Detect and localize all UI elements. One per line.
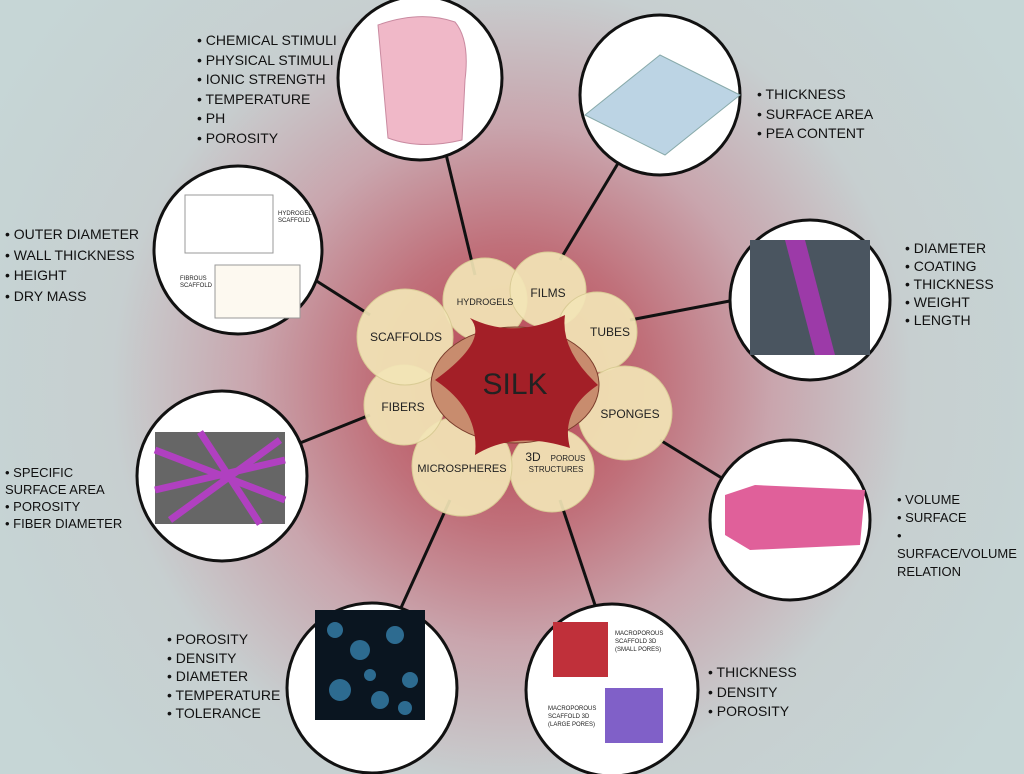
hydrogel-image	[377, 16, 467, 146]
list-item: OUTER DIAMETER	[5, 224, 139, 245]
petals	[356, 251, 673, 517]
hydrogel-scaffold-image	[184, 194, 274, 254]
list-item: SURFACE AREA	[757, 105, 873, 125]
macroporous-small-image	[553, 622, 608, 677]
center-label: SILK	[482, 368, 547, 401]
list-item: DRY MASS	[5, 286, 139, 307]
tube-stripe	[785, 240, 835, 355]
list-item: PHYSICAL STIMULI	[197, 51, 337, 71]
macroporous-large-image	[605, 688, 663, 743]
list-item: POROSITY	[708, 702, 797, 722]
macro-small-label: MACROPOROUS	[615, 631, 663, 637]
petal-structures: STRUCTURES	[529, 465, 584, 474]
list-item: IONIC STRENGTH	[197, 70, 337, 90]
macro-large-label-3: (LARGE PORES)	[548, 722, 595, 728]
list-item: LENGTH	[905, 311, 994, 329]
fiber-strands	[153, 430, 287, 526]
petal-porous: POROUS	[551, 454, 586, 463]
petal-scaffolds: SCAFFOLDS	[370, 330, 442, 344]
list-item: POROSITY	[5, 498, 135, 515]
list-item: DENSITY	[167, 649, 280, 668]
film-image	[584, 54, 741, 156]
list-item: THICKNESS	[708, 663, 797, 683]
petal-films: FILMS	[530, 286, 565, 300]
hydrogels-properties: CHEMICAL STIMULIPHYSICAL STIMULIIONIC ST…	[197, 31, 337, 148]
list-item: PEA CONTENT	[757, 124, 873, 144]
list-item: PH	[197, 109, 337, 129]
microsphere-dots	[327, 622, 418, 715]
list-item: THICKNESS	[757, 85, 873, 105]
hydrogel-scaffold-label-2: SCAFFOLD	[278, 218, 311, 224]
list-item: DIAMETER	[167, 667, 280, 686]
hydrogel-scaffold-label: HYDROGEL	[278, 211, 312, 217]
scaffolds-properties: OUTER DIAMETERWALL THICKNESSHEIGHTDRY MA…	[5, 224, 139, 306]
macro-small-label-3: (SMALL PORES)	[615, 647, 661, 653]
sponge-image	[725, 485, 865, 550]
fibrous-scaffold-label-2: SCAFFOLD	[180, 283, 213, 289]
petal-3d: 3D	[525, 450, 541, 464]
porous-properties: THICKNESSDENSITYPOROSITY	[708, 663, 797, 722]
list-item: VOLUME	[897, 491, 1022, 509]
list-item: CHEMICAL STIMULI	[197, 31, 337, 51]
list-item: HEIGHT	[5, 265, 139, 286]
list-item: SURFACE	[897, 509, 1022, 527]
fibrous-scaffold-image	[214, 264, 301, 319]
center-star	[435, 315, 598, 455]
petal-fibers: FIBERS	[381, 400, 424, 414]
list-item: POROSITY	[167, 630, 280, 649]
petal-sponges: SPONGES	[600, 407, 659, 421]
list-item: SPECIFIC SURFACE AREA	[5, 464, 135, 498]
list-item: SURFACE/VOLUME RELATION	[897, 527, 1022, 581]
tubes-properties: DIAMETERCOATINGTHICKNESSWEIGHTLENGTH	[905, 239, 994, 329]
fibers-properties: SPECIFIC SURFACE AREAPOROSITYFIBER DIAME…	[5, 464, 135, 532]
films-properties: THICKNESSSURFACE AREAPEA CONTENT	[757, 85, 874, 144]
microspheres-properties: POROSITYDENSITYDIAMETERTEMPERATURETOLERA…	[167, 630, 281, 723]
list-item: TOLERANCE	[167, 704, 280, 723]
petal-tubes: TUBES	[590, 325, 630, 339]
list-item: FIBER DIAMETER	[5, 515, 135, 532]
fibrous-scaffold-label: FIBROUS	[180, 276, 207, 282]
macro-small-label-2: SCAFFOLD 3D	[615, 639, 657, 645]
list-item: THICKNESS	[905, 275, 994, 293]
petal-microspheres: MICROSPHERES	[417, 463, 506, 475]
macro-large-label-2: SCAFFOLD 3D	[548, 714, 590, 720]
list-item: POROSITY	[197, 129, 337, 149]
list-item: WALL THICKNESS	[5, 245, 139, 266]
list-item: WEIGHT	[905, 293, 994, 311]
list-item: COATING	[905, 257, 994, 275]
list-item: DENSITY	[708, 683, 797, 703]
list-item: TEMPERATURE	[167, 686, 281, 705]
petal-hydrogels: HYDROGELS	[457, 297, 514, 307]
sponges-properties: VOLUMESURFACESURFACE/VOLUME RELATION	[897, 491, 1022, 581]
list-item: TEMPERATURE	[197, 90, 337, 110]
connector-lines	[294, 149, 736, 611]
list-item: DIAMETER	[905, 239, 994, 257]
macro-large-label: MACROPOROUS	[548, 706, 596, 712]
